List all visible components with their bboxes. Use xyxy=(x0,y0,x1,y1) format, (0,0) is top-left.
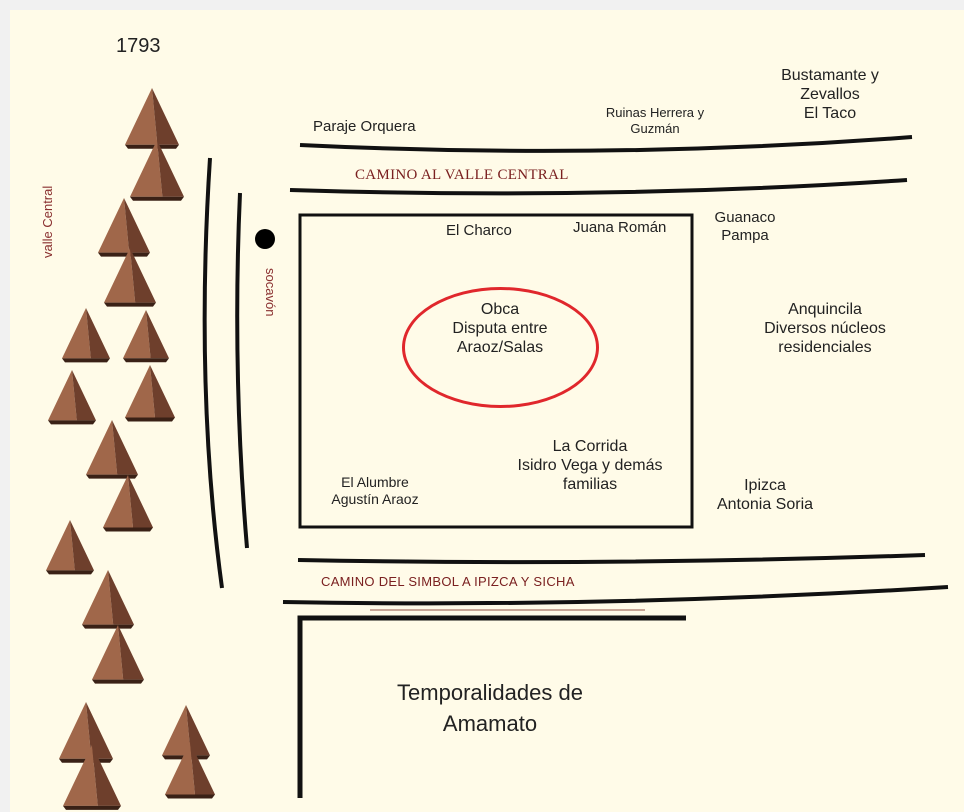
mountain-icon xyxy=(165,742,215,799)
la-corrida-line-1: La Corrida xyxy=(552,438,628,455)
place-la-corrida: La Corrida Isidro Vega y demás familias xyxy=(495,437,685,495)
curved-line-left xyxy=(202,157,224,589)
bustamante-line-2: Zevallos xyxy=(800,86,860,104)
map-lines xyxy=(46,88,949,810)
anquincila-line-3: residenciales xyxy=(778,339,872,357)
mountain-icon xyxy=(125,88,179,149)
ruinas-line-2: Guzmán xyxy=(630,120,680,136)
obca-line-3: Araoz/Salas xyxy=(456,339,544,357)
la-corrida-line-3: familias xyxy=(562,476,618,494)
place-paraje-orquera: Paraje Orquera xyxy=(313,118,416,135)
mountain-icon xyxy=(86,420,138,479)
obca-line-1: Obca xyxy=(480,301,520,318)
place-ruinas: Ruinas Herrera y Guzmán xyxy=(585,105,725,136)
mountain-icon xyxy=(46,520,94,575)
anquincila-line-1: Anquincila xyxy=(788,301,862,318)
road-label-valle-central: CAMINO AL VALLE CENTRAL xyxy=(355,167,569,183)
mountain-icon xyxy=(59,702,113,763)
road-line-top-upper xyxy=(299,135,913,153)
place-guanaco-pampa: Guanaco Pampa xyxy=(695,209,795,245)
place-el-alumbre: El Alumbre Agustín Araoz xyxy=(310,474,440,508)
temporalidades-line-2: Amamato xyxy=(442,710,538,736)
bustamante-line-1: Bustamante y xyxy=(781,67,879,84)
socavon-label: socavón xyxy=(263,268,278,317)
mountain-icon xyxy=(162,705,210,760)
socavon-dot-icon xyxy=(255,229,275,249)
alumbre-line-1: El Alumbre xyxy=(341,474,409,490)
place-anquincila: Anquincila Diversos núcleos residenciale… xyxy=(745,300,905,358)
road-line-top-lower xyxy=(289,178,908,196)
road-line-bottom-upper xyxy=(297,553,926,565)
bustamante-line-3: El Taco xyxy=(803,105,857,123)
place-obca: Obca Disputa entre Araoz/Salas xyxy=(430,300,570,358)
anquincila-line-2: Diversos núcleos xyxy=(764,320,886,338)
ipizca-line-2: Antonia Soria xyxy=(716,496,814,514)
temporalidades-boundary xyxy=(297,615,686,798)
mountain-icon xyxy=(104,248,156,307)
place-temporalidades: Temporalidades de Amamato xyxy=(365,678,615,740)
obca-line-2: Disputa entre xyxy=(452,320,548,338)
mountain-icon xyxy=(103,475,153,532)
alumbre-line-2: Agustín Araoz xyxy=(331,490,419,507)
la-corrida-line-2: Isidro Vega y demás xyxy=(517,457,663,475)
ruinas-line-1: Ruinas Herrera y xyxy=(605,105,705,120)
place-el-charco: El Charco xyxy=(446,222,512,239)
mountain-icon xyxy=(63,745,121,810)
mountain-icon xyxy=(62,308,110,363)
guanaco-line-1: Guanaco xyxy=(714,209,776,226)
year-label: 1793 xyxy=(116,35,161,57)
mountain-range xyxy=(46,88,215,810)
disputa-ellipse xyxy=(402,287,599,408)
guanaco-line-2: Pampa xyxy=(721,227,769,244)
mountain-icon xyxy=(125,365,175,422)
place-ipizca: Ipizca Antonia Soria xyxy=(700,476,830,514)
mountain-icon xyxy=(98,198,150,257)
curved-line-right xyxy=(235,192,249,549)
mountain-icon xyxy=(92,625,144,684)
valle-central-label: valle Central xyxy=(40,185,55,258)
road-label-simbol: CAMINO DEL SIMBOL A IPIZCA Y SICHA xyxy=(321,574,575,589)
historical-map: 1793 valle Central socavón Paraje Orquer… xyxy=(10,10,964,812)
ipizca-line-1: Ipizca xyxy=(744,477,786,494)
place-juana-roman: Juana Román xyxy=(573,219,667,236)
mountain-icon xyxy=(130,140,184,201)
mountain-icon xyxy=(48,370,96,425)
mountain-icon xyxy=(123,310,169,363)
temporalidades-line-1: Temporalidades de xyxy=(397,680,583,705)
place-bustamante: Bustamante y Zevallos El Taco xyxy=(755,66,905,124)
mountain-icon xyxy=(82,570,134,629)
road-line-bottom-lower xyxy=(282,585,949,606)
central-property-box xyxy=(298,213,694,529)
